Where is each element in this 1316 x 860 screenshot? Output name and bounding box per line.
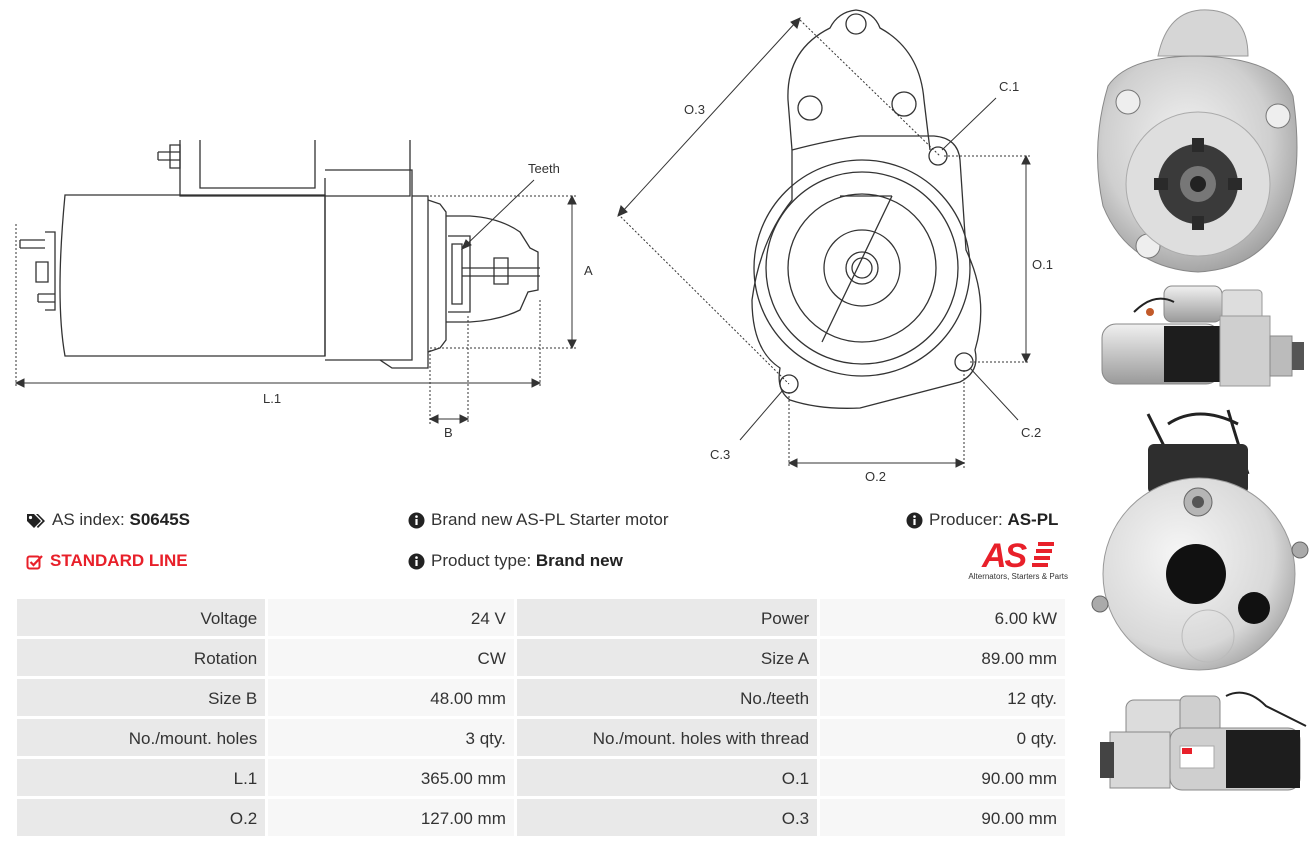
spec-key: Rotation	[17, 639, 266, 676]
spec-value: 127.00 mm	[268, 799, 514, 836]
standard-line-label: STANDARD LINE	[50, 551, 188, 570]
label-b: B	[444, 425, 453, 440]
spec-key: Voltage	[17, 599, 266, 636]
spec-value: 0 qty.	[820, 719, 1065, 756]
info-icon	[408, 553, 425, 570]
product-type-label: Product type:	[431, 551, 532, 570]
product-photo-side-1[interactable]	[1094, 282, 1308, 394]
producer-label: Producer:	[929, 510, 1003, 529]
spec-key: No./mount. holes with thread	[516, 719, 818, 756]
product-photo-rear[interactable]	[1088, 404, 1310, 672]
side-view-drawing: Teeth A L.1 B	[14, 140, 593, 440]
label-o1: O.1	[1032, 257, 1053, 272]
spec-key: O.3	[516, 799, 818, 836]
front-view-drawing: O.3 C.1 O.1 C.2 C.3 O.2	[617, 9, 1053, 484]
spec-key: O.2	[17, 799, 266, 836]
spec-key: L.1	[17, 759, 266, 796]
producer-value: AS-PL	[1007, 510, 1059, 529]
spec-key: O.1	[516, 759, 818, 796]
as-logo-text: AS	[981, 538, 1028, 570]
spec-key: Power	[516, 599, 818, 636]
spec-value: 3 qty.	[268, 719, 514, 756]
as-logo-tagline: Alternators, Starters & Parts	[968, 572, 1068, 581]
spec-key: No./teeth	[516, 679, 818, 716]
standard-line-badge: STANDARD LINE	[26, 551, 188, 571]
table-row: O.2 127.00 mm O.3 90.00 mm	[17, 799, 1065, 836]
table-row: Size B 48.00 mm No./teeth 12 qty.	[17, 679, 1065, 716]
producer-logo: AS Alternators, Starters & Parts	[962, 538, 1068, 582]
as-index-value: S0645S	[129, 510, 191, 529]
label-o2: O.2	[865, 469, 886, 484]
tags-icon	[27, 513, 45, 528]
description-text: Brand new AS-PL Starter motor	[431, 510, 669, 529]
spec-key: Size A	[516, 639, 818, 676]
label-a: A	[584, 263, 593, 278]
label-c2: C.2	[1021, 425, 1041, 440]
info-icon	[408, 512, 425, 529]
as-logo-mark: AS	[981, 538, 1054, 570]
product-type: Product type: Brand new	[408, 551, 623, 571]
spec-value: 24 V	[268, 599, 514, 636]
spec-value: 12 qty.	[820, 679, 1065, 716]
specs-table: Voltage 24 V Power 6.00 kW Rotation CW S…	[14, 596, 1068, 839]
spec-key: Size B	[17, 679, 266, 716]
spec-value: 90.00 mm	[820, 759, 1065, 796]
producer: Producer: AS-PL	[906, 510, 1058, 530]
as-index: AS index: S0645S	[26, 510, 190, 530]
spec-value: 89.00 mm	[820, 639, 1065, 676]
spec-value: 48.00 mm	[268, 679, 514, 716]
table-row: No./mount. holes 3 qty. No./mount. holes…	[17, 719, 1065, 756]
label-l1: L.1	[263, 391, 281, 406]
spec-value: CW	[268, 639, 514, 676]
spec-key: No./mount. holes	[17, 719, 266, 756]
checkbox-checked-icon	[26, 554, 43, 570]
label-o3: O.3	[684, 102, 705, 117]
label-c1: C.1	[999, 79, 1019, 94]
as-index-label: AS index:	[52, 510, 125, 529]
product-type-value: Brand new	[535, 551, 623, 570]
description: Brand new AS-PL Starter motor	[408, 510, 668, 530]
table-row: Rotation CW Size A 89.00 mm	[17, 639, 1065, 676]
table-row: L.1 365.00 mm O.1 90.00 mm	[17, 759, 1065, 796]
table-row: Voltage 24 V Power 6.00 kW	[17, 599, 1065, 636]
spec-value: 365.00 mm	[268, 759, 514, 796]
spec-value: 90.00 mm	[820, 799, 1065, 836]
info-icon	[906, 512, 923, 529]
spec-value: 6.00 kW	[820, 599, 1065, 636]
label-teeth: Teeth	[528, 161, 560, 176]
label-c3: C.3	[710, 447, 730, 462]
spec-key-text: No./mount. holes with thread	[592, 729, 810, 748]
product-photo-side-2[interactable]	[1096, 686, 1310, 798]
product-photo-front[interactable]	[1088, 6, 1308, 278]
